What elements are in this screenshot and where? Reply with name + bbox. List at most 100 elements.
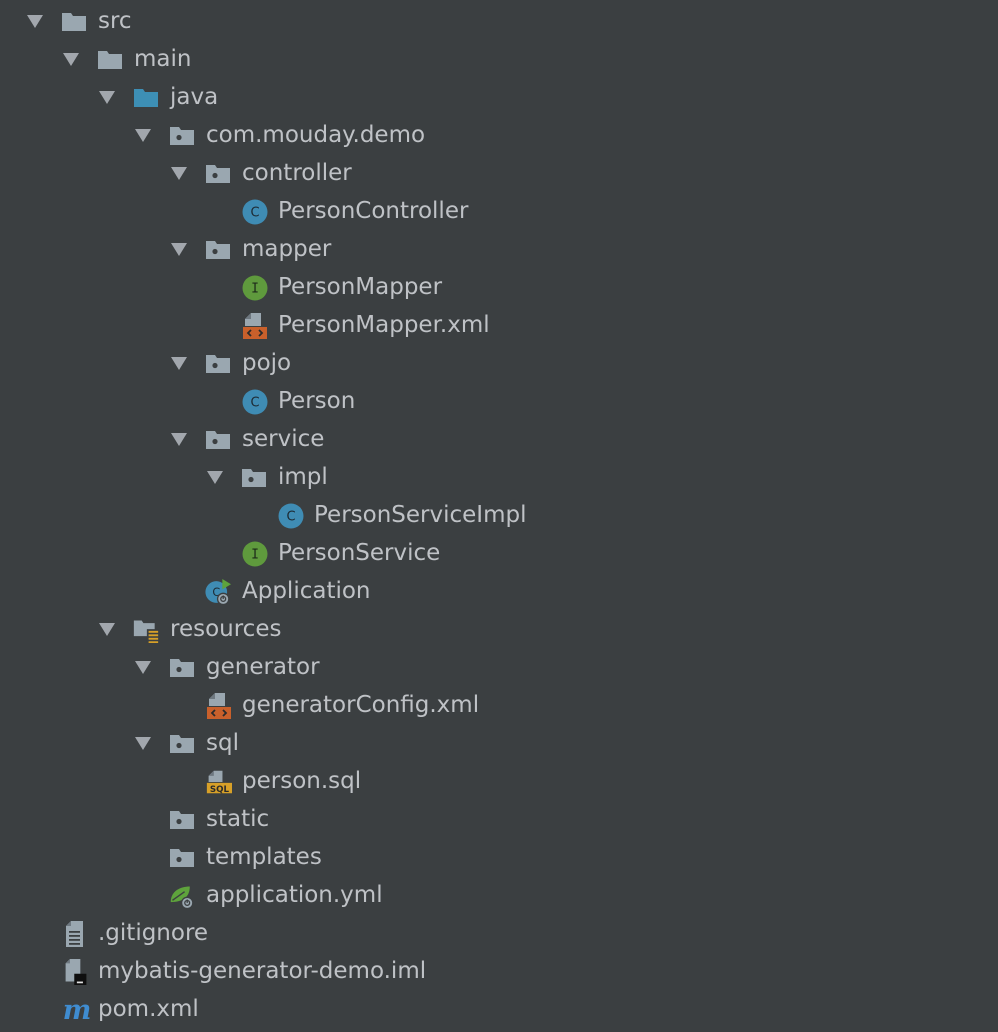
tree-item-label: com.mouday.demo: [206, 122, 426, 148]
tree-item-label: generatorConfig.xml: [242, 692, 480, 718]
expand-arrow-icon[interactable]: [134, 126, 152, 144]
iml-file-icon: [65, 959, 87, 985]
tree-row-controller[interactable]: controller: [0, 154, 998, 192]
tree-row-service[interactable]: service: [0, 420, 998, 458]
tree-row-gitignore[interactable]: .gitignore: [0, 914, 998, 952]
tree-row-person-service-impl[interactable]: C PersonServiceImpl: [0, 496, 998, 534]
svg-text:I: I: [251, 282, 259, 297]
tree-row-src[interactable]: src: [0, 2, 998, 40]
svg-text:m: m: [63, 997, 92, 1023]
svg-text:C: C: [250, 396, 259, 411]
spring-boot-application-icon: C: [205, 579, 231, 605]
tree-row-person-mapper-xml[interactable]: PersonMapper.xml: [0, 306, 998, 344]
package-icon: [206, 431, 230, 449]
sql-file-icon: SQL: [206, 770, 232, 795]
tree-item-label: src: [98, 8, 132, 34]
tree-item-label: main: [134, 46, 192, 72]
expand-arrow-icon[interactable]: [134, 734, 152, 752]
package-icon: [170, 849, 194, 867]
tree-row-impl[interactable]: impl: [0, 458, 998, 496]
svg-text:I: I: [251, 548, 259, 563]
tree-item-label: pojo: [242, 350, 292, 376]
tree-row-person[interactable]: C Person: [0, 382, 998, 420]
tree-row-sql[interactable]: sql: [0, 724, 998, 762]
interface-icon: I: [242, 541, 268, 567]
source-folder-icon: [134, 89, 158, 107]
tree-item-label: PersonMapper.xml: [278, 312, 490, 338]
tree-item-label: static: [206, 806, 270, 832]
tree-row-mapper[interactable]: mapper: [0, 230, 998, 268]
tree-row-pojo[interactable]: pojo: [0, 344, 998, 382]
tree-item-label: mybatis-generator-demo.iml: [98, 958, 427, 984]
package-icon: [206, 165, 230, 183]
interface-icon: I: [242, 275, 268, 301]
expand-arrow-icon[interactable]: [206, 468, 224, 486]
tree-row-resources[interactable]: resources: [0, 610, 998, 648]
tree-item-label: controller: [242, 160, 352, 186]
tree-item-label: java: [170, 84, 219, 110]
tree-row-person-sql[interactable]: SQL person.sql: [0, 762, 998, 800]
tree-item-label: templates: [206, 844, 322, 870]
tree-item-label: application.yml: [206, 882, 383, 908]
expand-arrow-icon[interactable]: [98, 88, 116, 106]
tree-item-label: PersonController: [278, 198, 469, 224]
package-icon: [242, 469, 266, 487]
tree-item-label: generator: [206, 654, 320, 680]
xml-file-icon: [243, 313, 267, 339]
package-icon: [170, 735, 194, 753]
tree-row-package-root[interactable]: com.mouday.demo: [0, 116, 998, 154]
spring-yml-icon: [170, 886, 194, 909]
tree-row-main[interactable]: main: [0, 40, 998, 78]
svg-text:C: C: [286, 510, 295, 525]
tree-item-label: resources: [170, 616, 282, 642]
tree-row-person-service[interactable]: I PersonService: [0, 534, 998, 572]
text-file-icon: [66, 921, 83, 947]
resources-folder-icon: [133, 620, 159, 643]
tree-item-label: service: [242, 426, 325, 452]
tree-item-label: PersonService: [278, 540, 441, 566]
tree-row-application-yml[interactable]: application.yml: [0, 876, 998, 914]
tree-item-label: sql: [206, 730, 239, 756]
tree-item-label: Application: [242, 578, 371, 604]
package-icon: [170, 127, 194, 145]
package-icon: [206, 355, 230, 373]
tree-row-person-controller[interactable]: C PersonController: [0, 192, 998, 230]
tree-item-label: impl: [278, 464, 328, 490]
svg-text:C: C: [212, 586, 220, 599]
expand-arrow-icon[interactable]: [170, 164, 188, 182]
tree-item-label: mapper: [242, 236, 332, 262]
tree-row-java[interactable]: java: [0, 78, 998, 116]
package-icon: [170, 659, 194, 677]
folder-icon: [62, 13, 86, 31]
tree-item-label: PersonServiceImpl: [314, 502, 527, 528]
package-icon: [170, 811, 194, 829]
tree-item-label: .gitignore: [98, 920, 209, 946]
tree-row-generator[interactable]: generator: [0, 648, 998, 686]
xml-file-icon: [207, 693, 231, 719]
maven-icon: m: [63, 997, 92, 1023]
folder-icon: [98, 51, 122, 69]
svg-text:C: C: [250, 206, 259, 221]
tree-row-static[interactable]: static: [0, 800, 998, 838]
class-icon: C: [242, 389, 268, 415]
tree-row-pom-xml[interactable]: m pom.xml: [0, 990, 998, 1028]
tree-row-generator-config-xml[interactable]: generatorConfig.xml: [0, 686, 998, 724]
tree-row-application[interactable]: C Application: [0, 572, 998, 610]
expand-arrow-icon[interactable]: [134, 658, 152, 676]
class-icon: C: [278, 503, 304, 529]
tree-row-person-mapper[interactable]: I PersonMapper: [0, 268, 998, 306]
tree-row-templates[interactable]: templates: [0, 838, 998, 876]
expand-arrow-icon[interactable]: [62, 50, 80, 68]
package-icon: [206, 241, 230, 259]
tree-row-iml[interactable]: mybatis-generator-demo.iml: [0, 952, 998, 990]
tree-item-label: person.sql: [242, 768, 362, 794]
tree-item-label: pom.xml: [98, 996, 199, 1022]
class-icon: C: [242, 199, 268, 225]
expand-arrow-icon[interactable]: [170, 240, 188, 258]
expand-arrow-icon[interactable]: [26, 12, 44, 30]
expand-arrow-icon[interactable]: [170, 354, 188, 372]
tree-item-label: PersonMapper: [278, 274, 443, 300]
expand-arrow-icon[interactable]: [98, 620, 116, 638]
expand-arrow-icon[interactable]: [170, 430, 188, 448]
